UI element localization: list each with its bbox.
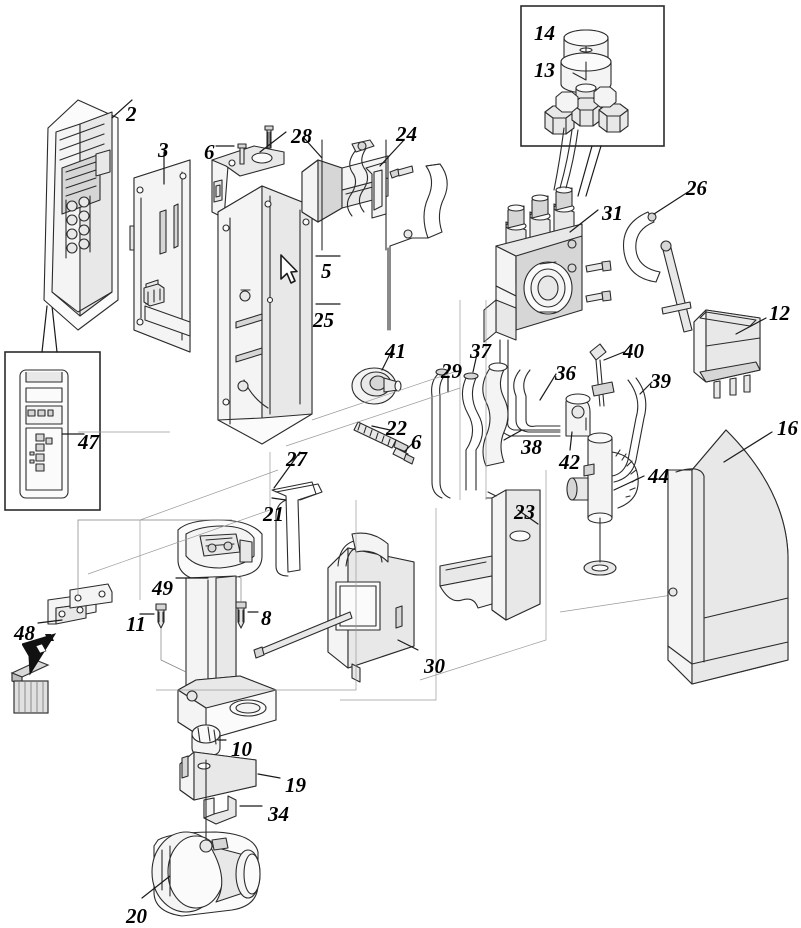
screw-6-lower (392, 443, 415, 465)
callout-23: 23 (514, 500, 535, 524)
callout-6-lower: 6 (411, 430, 422, 454)
callout-2: 2 (126, 102, 137, 126)
callout-21: 21 (263, 502, 284, 526)
callout-47: 47 (78, 430, 99, 454)
callout-49: 49 (152, 576, 173, 600)
part-34-clip (203, 795, 263, 825)
callout-37: 37 (470, 339, 491, 363)
callout-40: 40 (623, 339, 644, 363)
callout-24: 24 (396, 122, 417, 146)
part-23-bracket (439, 489, 541, 621)
part-44-pump (566, 432, 645, 576)
callout-38: 38 (521, 435, 542, 459)
part-31-gas-valve-manifold (483, 127, 612, 437)
part-26-hose (622, 191, 689, 283)
callout-29: 29 (441, 359, 462, 383)
part-39-hose (611, 377, 653, 483)
callout-30: 30 (424, 654, 445, 678)
screw-24 (389, 165, 414, 179)
callout-13: 13 (534, 58, 555, 82)
part-16-outer-cover (667, 429, 789, 685)
part-48-brackets (37, 519, 232, 625)
callout-27: 27 (286, 447, 307, 471)
callout-12: 12 (769, 301, 790, 325)
part-20-blower-housing (141, 759, 261, 917)
manifold-screws (585, 260, 612, 303)
callout-5: 5 (321, 259, 332, 283)
terminal-block (65, 195, 91, 259)
part-40-fitting (589, 343, 625, 407)
callout-41: 41 (385, 339, 406, 363)
part-37-tube (461, 353, 484, 491)
screw-6a (237, 143, 247, 165)
callout-28: 28 (291, 124, 312, 148)
part-2-control-panel (43, 99, 133, 331)
callout-25: 25 (313, 308, 334, 332)
callout-48: 48 (14, 621, 35, 645)
callout-22: 22 (386, 416, 407, 440)
screw-8 (235, 575, 259, 629)
part-22-spring (353, 421, 409, 453)
part-28-bracket (301, 137, 389, 251)
hose-upper (423, 163, 448, 239)
part-12-ignition-box (693, 309, 767, 399)
detail-box-valve-cap (520, 5, 665, 197)
part-13-valve-body (560, 45, 612, 117)
callout-16: 16 (777, 416, 798, 440)
part-36-hose (513, 369, 561, 433)
callout-11: 11 (126, 612, 146, 636)
part-24-electrode (346, 139, 414, 219)
part-29-tube (431, 368, 451, 499)
callout-19: 19 (285, 773, 306, 797)
part-5-chassis-box (217, 185, 341, 445)
callout-44: 44 (648, 464, 669, 488)
callout-39: 39 (650, 369, 671, 393)
part-21-pipe (275, 483, 323, 501)
plate-connector (143, 283, 165, 307)
callout-34: 34 (268, 802, 289, 826)
part-27-21-tubes (271, 451, 317, 577)
part-30-control-box (253, 532, 419, 683)
callout-31: 31 (602, 201, 623, 225)
part-47-remote-control (19, 369, 85, 499)
callout-20: 20 (126, 904, 147, 928)
callout-8: 8 (261, 606, 272, 630)
rod-part (660, 240, 693, 333)
callout-36: 36 (555, 361, 576, 385)
callout-14: 14 (534, 21, 555, 45)
part-19-block (179, 751, 281, 801)
callout-42: 42 (559, 450, 580, 474)
callout-3: 3 (158, 138, 169, 162)
part-42-elbow (565, 393, 591, 451)
part-49-burner-stem (175, 519, 277, 741)
callout-10: 10 (231, 737, 252, 761)
detail-box-remote (4, 305, 101, 511)
screw-11 (139, 603, 187, 673)
part-3-mounting-plate (129, 151, 191, 353)
hex-nut-cluster (544, 86, 629, 135)
callout-6-upper: 6 (204, 140, 215, 164)
callout-26: 26 (686, 176, 707, 200)
